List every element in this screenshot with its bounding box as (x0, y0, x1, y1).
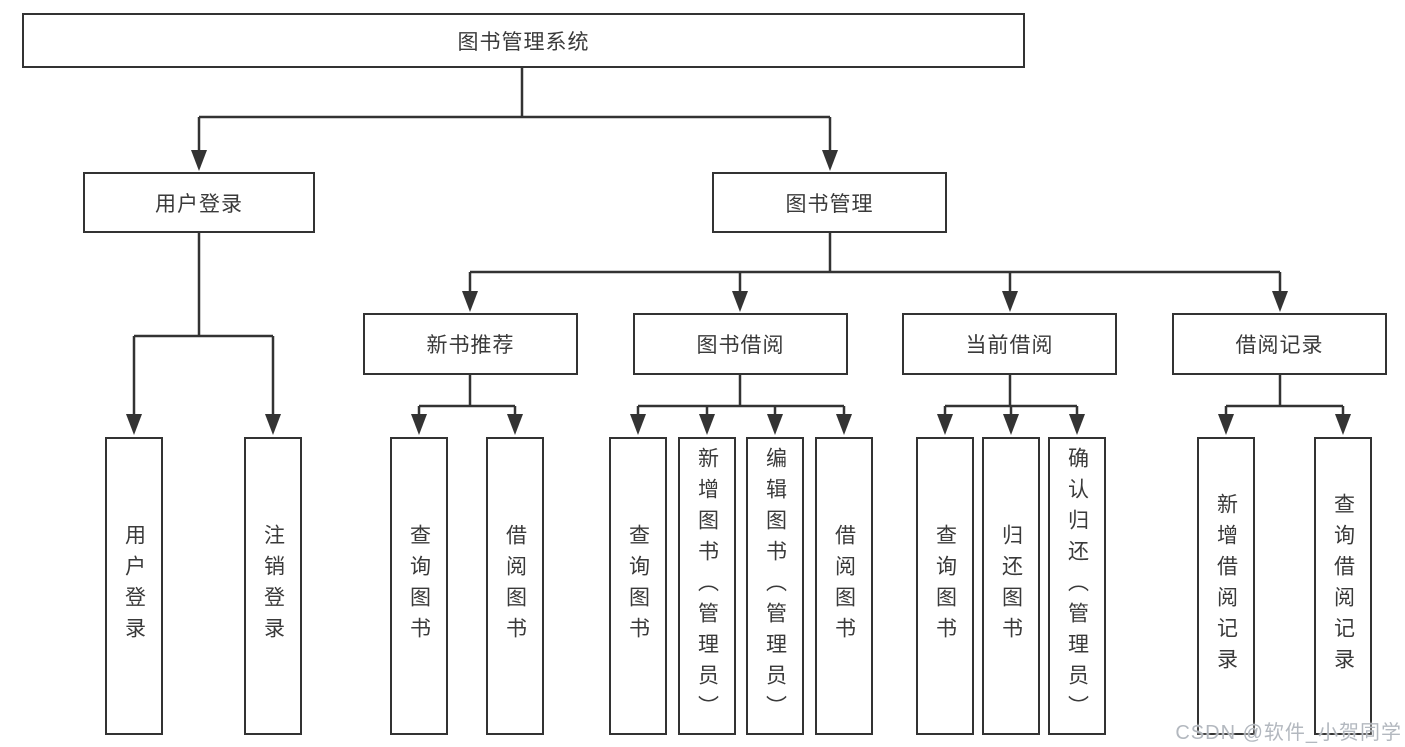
leaf-recommend-query-books: 查询图书 (390, 437, 448, 735)
csdn-watermark: CSDN @软件_小贺同学 (1175, 722, 1402, 744)
node-user-login: 用户登录 (83, 172, 315, 233)
leaf-borrow-query-books-label: 查询图书 (626, 524, 650, 648)
node-new-book-recommend: 新书推荐 (363, 313, 578, 375)
leaf-current-query-books-label: 查询图书 (933, 524, 957, 648)
leaf-current-query-books: 查询图书 (916, 437, 974, 735)
leaf-return-books: 归还图书 (982, 437, 1040, 735)
leaf-borrow-books-label: 借阅图书 (832, 524, 856, 648)
leaf-user-login-label: 用户登录 (122, 524, 146, 648)
leaf-recommend-borrow-books: 借阅图书 (486, 437, 544, 735)
leaf-query-borrow-record-label: 查询借阅记录 (1331, 493, 1355, 679)
node-root: 图书管理系统 (22, 13, 1025, 68)
node-root-label: 图书管理系统 (457, 30, 590, 54)
node-book-borrow: 图书借阅 (633, 313, 848, 375)
node-book-borrow-label: 图书借阅 (696, 334, 785, 357)
leaf-borrow-books: 借阅图书 (815, 437, 873, 735)
leaf-return-books-label: 归还图书 (999, 524, 1023, 648)
leaf-edit-books-admin-label: 编辑图书（管理员） (763, 446, 787, 726)
leaf-add-borrow-record-label: 新增借阅记录 (1214, 493, 1238, 679)
leaf-confirm-return-admin: 确认归还（管理员） (1048, 437, 1106, 735)
leaf-user-login: 用户登录 (105, 437, 163, 735)
leaf-logout: 注销登录 (244, 437, 302, 735)
node-borrow-records: 借阅记录 (1172, 313, 1387, 375)
node-current-borrow-label: 当前借阅 (965, 334, 1054, 357)
leaf-borrow-query-books: 查询图书 (609, 437, 667, 735)
leaf-add-books-admin: 新增图书（管理员） (678, 437, 736, 735)
node-current-borrow: 当前借阅 (902, 313, 1117, 375)
leaf-add-books-admin-label: 新增图书（管理员） (695, 446, 719, 726)
node-user-login-label: 用户登录 (155, 192, 243, 216)
leaf-edit-books-admin: 编辑图书（管理员） (746, 437, 804, 735)
leaf-query-borrow-record: 查询借阅记录 (1314, 437, 1372, 735)
leaf-confirm-return-admin-label: 确认归还（管理员） (1065, 446, 1089, 726)
node-book-management-label: 图书管理 (785, 192, 874, 216)
leaf-recommend-borrow-books-label: 借阅图书 (503, 524, 527, 648)
leaf-recommend-query-books-label: 查询图书 (407, 524, 431, 648)
arrowheads (126, 150, 1351, 435)
node-borrow-records-label: 借阅记录 (1235, 334, 1324, 357)
leaf-add-borrow-record: 新增借阅记录 (1197, 437, 1255, 735)
node-book-management: 图书管理 (712, 172, 947, 233)
node-new-book-recommend-label: 新书推荐 (426, 334, 515, 357)
leaf-logout-label: 注销登录 (261, 524, 285, 648)
